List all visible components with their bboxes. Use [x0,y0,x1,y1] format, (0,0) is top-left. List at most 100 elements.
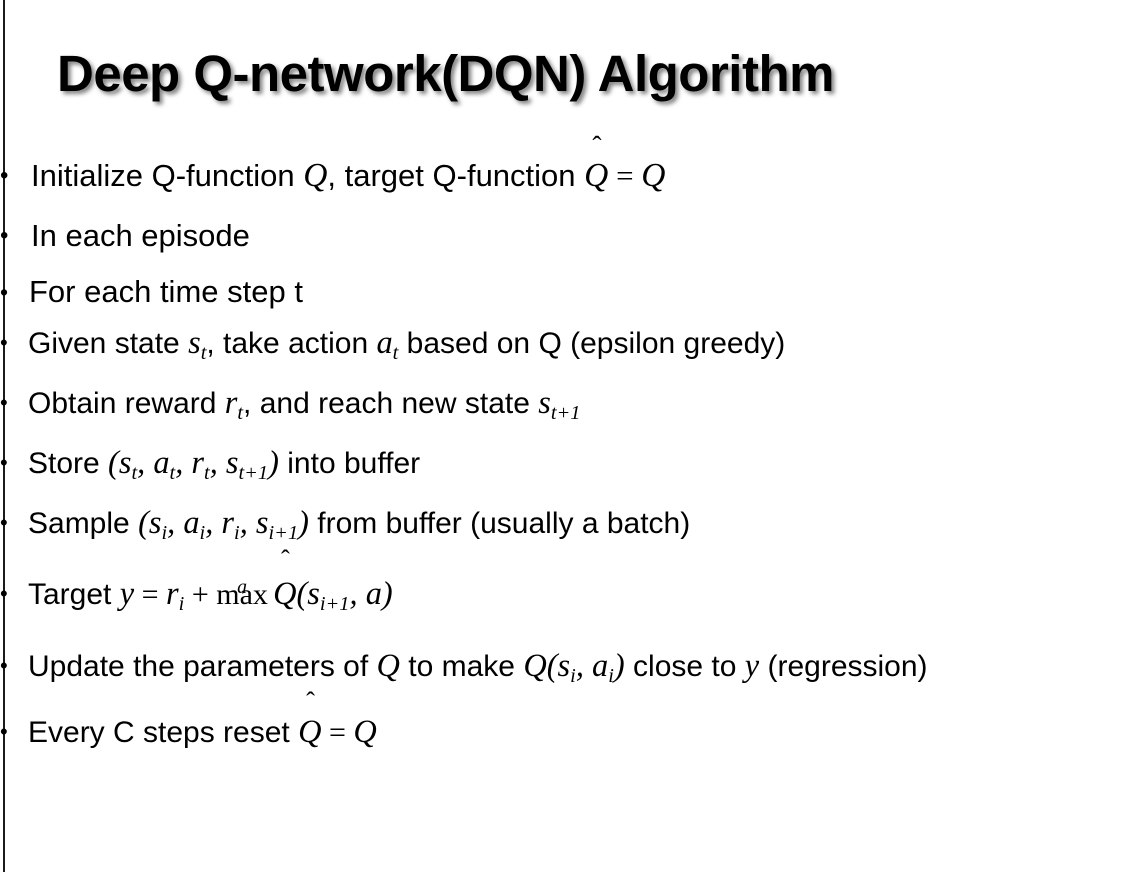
bullet-text-in-each-episode: In each episode [31,218,250,253]
text-fragment: to make [399,649,524,683]
bullet-text-initialize: Initialize Q-function Q, target Q-functi… [31,132,1124,206]
text-fragment: Update the parameters of [28,649,377,683]
math-r: r [224,385,238,422]
math-paren-close: ) [298,505,309,542]
math-comma: , [137,445,154,482]
math-paren-close: ) [613,647,625,684]
math-max-limit: a [237,575,248,598]
bullet-item-in-each-episode: • In each episode [0,206,1124,266]
math-plus: + [184,578,217,612]
math-s-next-subscript: t+1 [238,462,269,485]
math-s: s [188,325,201,361]
math-a: a [153,445,170,482]
slide-body: • Initialize Q-function Q, target Q-func… [0,132,1124,764]
math-comma: , [575,647,593,684]
math-s-next: s [255,505,269,542]
math-paren-open: ( [546,647,558,684]
math-q2: Q [523,647,547,684]
bullet-item-obtain-reward: • Obtain reward rt, and reach new state … [0,378,1124,438]
math-s-subscript: t [131,462,138,485]
bullet-item-sample-batch: • Sample (si, ai, ri, si+1) from buffer … [0,498,1124,558]
bullet-glyph: • [0,510,8,536]
hat-accent-icon: ˆ [592,131,602,162]
bullet-text-sample-batch: Sample (si, ai, ri, si+1) from buffer (u… [28,498,1124,558]
text-fragment: , target Q-function [327,158,585,193]
bullet-glyph: • [0,450,8,476]
math-s-next: s [225,445,239,482]
math-comma: , [239,505,256,542]
bullet-list-level-2: • For each time step t • Given state st,… [0,266,1124,764]
math-q-hat-base: Q [584,157,609,194]
bullet-glyph: • [0,652,8,678]
math-s: s [538,385,551,422]
math-a: a [592,647,609,684]
bullet-glyph: • [0,581,8,607]
bullet-text-obtain-reward: Obtain reward rt, and reach new state st… [28,378,1124,438]
math-q2: Q [641,157,666,194]
math-s-subscript: i [570,664,576,687]
math-s: s [148,505,162,542]
text-fragment: Given state [28,327,189,360]
math-r-subscript: t [204,462,210,485]
bullet-item-store-transition: • Store (st, at, rt, st+1) into buffer [0,438,1124,498]
math-s-subscript: i [161,522,168,545]
bullet-glyph: • [0,222,9,249]
text-fragment: Store [28,447,109,481]
math-r: r [221,505,235,542]
math-s-subscript: i+1 [319,593,350,616]
bullet-glyph: • [0,390,8,416]
math-r: r [166,576,179,613]
math-comma: , [349,576,366,613]
bullet-item-initialize: • Initialize Q-function Q, target Q-func… [0,132,1124,206]
bullet-text-update-parameters: Update the parameters of Q to make Q(si,… [28,641,1124,701]
math-r: r [191,445,205,482]
math-q-hat-base: Q [273,576,297,613]
math-q-hat-base: Q [298,713,322,750]
bullet-text-given-state: Given state st, take action at based on … [28,318,1124,378]
text-fragment: based on Q (epsilon greedy) [398,327,786,360]
math-paren-close: ) [268,445,279,482]
math-equals: = [608,158,642,193]
bullet-list-level-3: • Given state st, take action at based o… [0,318,1124,764]
math-s: s [557,647,571,684]
text-fragment: close to [624,649,745,683]
text-fragment: Initialize Q-function [31,158,304,193]
math-s: s [118,445,132,482]
text-fragment: Target [28,578,120,612]
text-fragment: Sample [28,507,139,541]
math-comma: , [167,505,184,542]
math-a: a [376,325,393,361]
math-equals: = [321,715,354,749]
text-fragment: into buffer [278,447,421,481]
hat-accent-icon: ˆ [306,686,315,717]
text-fragment: Obtain reward [28,387,225,421]
text-fragment: Every C steps reset [28,715,299,749]
math-s: s [307,576,320,613]
text-fragment: , and reach new state [243,387,539,421]
math-s-next-subscript: i+1 [268,522,299,545]
bullet-text-store-transition: Store (st, at, rt, st+1) into buffer [28,438,1124,498]
math-r-subscript: i [234,522,240,545]
math-y: y [744,647,760,684]
math-a: a [365,576,382,613]
bullet-glyph: • [0,279,9,305]
bullet-item-for-each-time-step: • For each time step t [0,266,1124,318]
bullet-text-for-each-time-step: For each time step t [29,274,303,309]
hat-accent-icon: ˆ [281,543,290,574]
math-paren-close: ) [381,576,393,613]
bullet-glyph: • [0,162,9,189]
slide-title: Deep Q-network(DQN) Algorithm [57,45,834,102]
math-r-subscript: t [237,402,244,425]
bullet-glyph: • [0,718,8,744]
bullet-item-update-parameters: • Update the parameters of Q to make Q(s… [0,641,1124,701]
math-a-subscript: i [608,664,614,687]
math-a-subscript: t [169,462,176,485]
math-a: a [183,505,200,542]
math-max-label: max [216,578,268,612]
